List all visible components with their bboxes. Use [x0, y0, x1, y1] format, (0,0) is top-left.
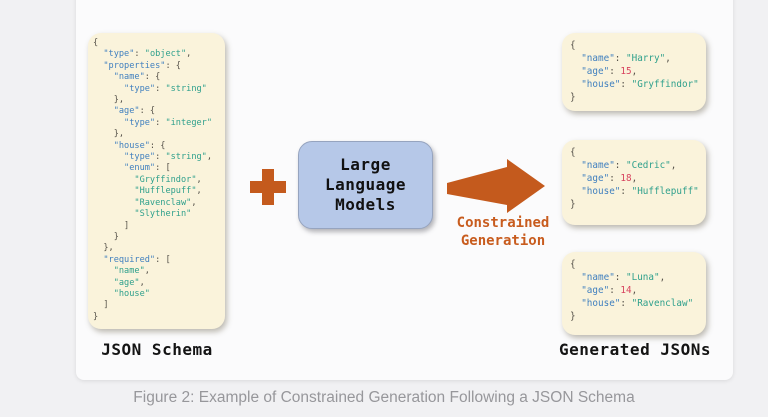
code-line: "age",: [113, 277, 145, 288]
constrained-generation-label: Constrained Generation: [456, 215, 550, 249]
llm-box: Large Language Models: [298, 141, 433, 229]
code-line: "Ravenclaw",: [134, 197, 197, 208]
json-schema-label: JSON Schema: [101, 340, 213, 359]
figure-caption: Figure 2: Example of Constrained Generat…: [133, 389, 635, 406]
code-line: {: [93, 38, 99, 48]
code-line: "house": "Ravenclaw": [581, 298, 694, 309]
code-line: {: [570, 147, 576, 158]
code-line: "Slytherin": [134, 209, 192, 220]
generated-jsons-label: Generated JSONs: [559, 340, 711, 359]
code-line: },: [93, 129, 125, 140]
code-line: ]: [93, 220, 130, 231]
right-arrow-icon: [447, 158, 547, 214]
code-line: "type": "string",: [124, 152, 213, 163]
generated-json-box-harry: { "name": "Harry", "age": 15, "house": "…: [562, 33, 706, 111]
code-line: "required": [: [103, 254, 171, 265]
code-line: "house": [113, 288, 150, 299]
code-line: },: [93, 243, 114, 254]
code-line: }: [570, 92, 576, 103]
code-line: "name": "Luna",: [581, 272, 666, 283]
code-line: "type": "integer": [124, 117, 213, 128]
code-line: }: [570, 199, 576, 210]
code-line: "age": 15,: [581, 66, 638, 77]
code-line: }: [93, 311, 99, 322]
code-line: "Hufflepuff",: [134, 186, 202, 197]
code-line: "age": {: [113, 106, 156, 117]
generated-json-box-luna: { "name": "Luna", "age": 14, "house": "R…: [562, 252, 706, 335]
code-line: "house": "Hufflepuff": [581, 186, 699, 197]
code-line: }: [93, 231, 119, 242]
code-line: "type": "object",: [103, 49, 192, 60]
code-line: },: [93, 95, 125, 106]
json-schema-box: { "type": "object", "properties": { "nam…: [88, 33, 225, 329]
code-line: "age": 14,: [581, 285, 638, 296]
code-line: "enum": [: [124, 163, 171, 174]
llm-label: Large Language Models: [324, 155, 407, 214]
code-line: "type": "string": [124, 83, 207, 94]
code-line: ]: [93, 300, 109, 311]
code-line: "name": {: [113, 72, 161, 83]
code-line: {: [570, 40, 576, 51]
code-line: "properties": {: [103, 60, 181, 71]
generated-json-box-cedric: { "name": "Cedric", "age": 18, "house": …: [562, 140, 706, 225]
code-line: "Gryffindor",: [134, 174, 202, 185]
plus-icon: [250, 168, 286, 206]
code-line: }: [570, 311, 576, 322]
code-line: {: [570, 259, 576, 270]
code-line: "name",: [113, 266, 150, 277]
code-line: "house": {: [113, 140, 166, 151]
code-line: "name": "Harry",: [581, 53, 671, 64]
code-line: "name": "Cedric",: [581, 160, 677, 171]
code-line: "age": 18,: [581, 173, 638, 184]
code-line: "house": "Gryffindor": [581, 79, 699, 90]
